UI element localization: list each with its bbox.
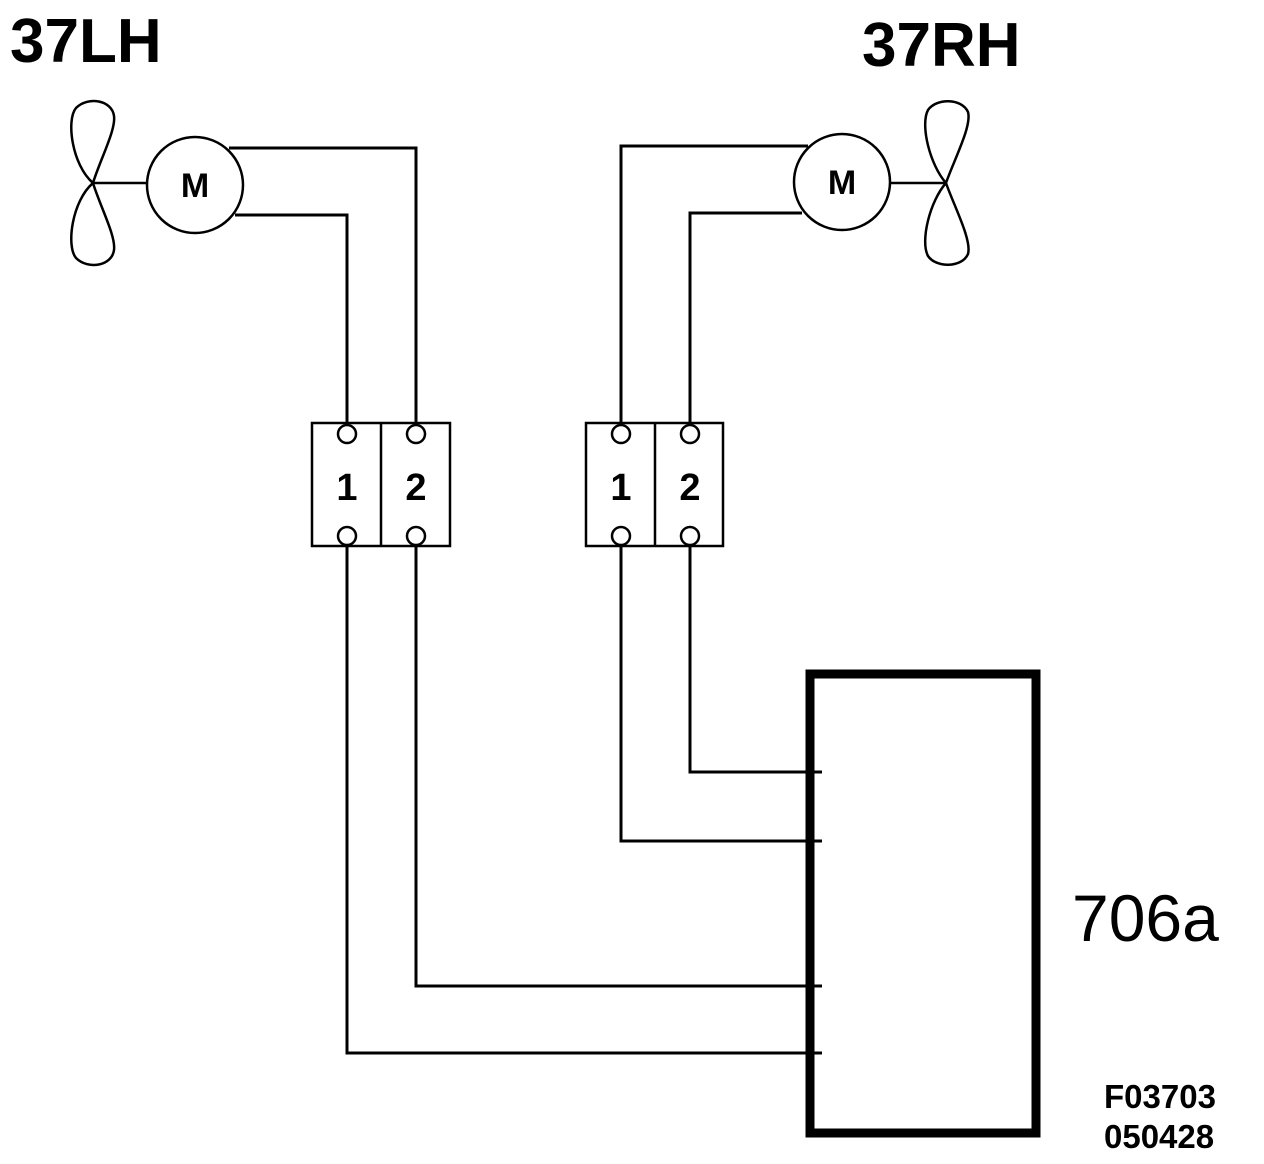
left-connector: 1 2 xyxy=(310,421,452,548)
right-connector-terminal xyxy=(610,423,632,445)
left-motor: M xyxy=(145,135,245,235)
right-motor-wire-2 xyxy=(688,211,802,427)
controller-box xyxy=(805,669,1041,1138)
right-motor-wire-1 xyxy=(619,144,808,427)
right-connector-terminal xyxy=(679,423,701,445)
left-motor-symbol: M xyxy=(181,167,209,205)
left-motor-wire-2 xyxy=(229,146,418,427)
right-motor-symbol: M xyxy=(828,164,856,202)
left-connector-terminal xyxy=(405,423,427,445)
left-motor-icon xyxy=(145,135,245,235)
right-motor-icon xyxy=(792,132,892,232)
left-motor-wire-1 xyxy=(235,213,349,427)
left-pin1-to-controller-wire xyxy=(345,545,822,1055)
right-connector-terminal xyxy=(679,525,701,547)
left-connector-pin-1: 1 xyxy=(336,467,357,509)
left-connector-terminal xyxy=(336,525,358,547)
left-connector-pin-2: 2 xyxy=(405,467,426,509)
right-motor: M xyxy=(792,132,892,232)
right-connector-pin-1: 1 xyxy=(610,467,631,509)
right-pin2-to-controller-wire xyxy=(688,545,822,774)
right-connector-pin-2: 2 xyxy=(679,467,700,509)
right-connector-terminal xyxy=(610,525,632,547)
right-fan-label: 37RH xyxy=(862,11,1021,80)
left-fan-blades-icon xyxy=(70,99,116,267)
right-fan-blades-icon xyxy=(924,100,970,266)
left-pin2-to-controller-wire xyxy=(414,545,822,988)
left-connector-terminal xyxy=(336,423,358,445)
controller-label: 706a xyxy=(1072,881,1219,955)
right-pin1-to-controller-wire xyxy=(619,545,822,843)
left-connector-terminal xyxy=(405,525,427,547)
left-fan-label: 37LH xyxy=(10,7,162,76)
right-connector: 1 2 xyxy=(584,421,725,548)
figure-code: F03703 xyxy=(1104,1078,1216,1115)
figure-date: 050428 xyxy=(1104,1118,1214,1155)
